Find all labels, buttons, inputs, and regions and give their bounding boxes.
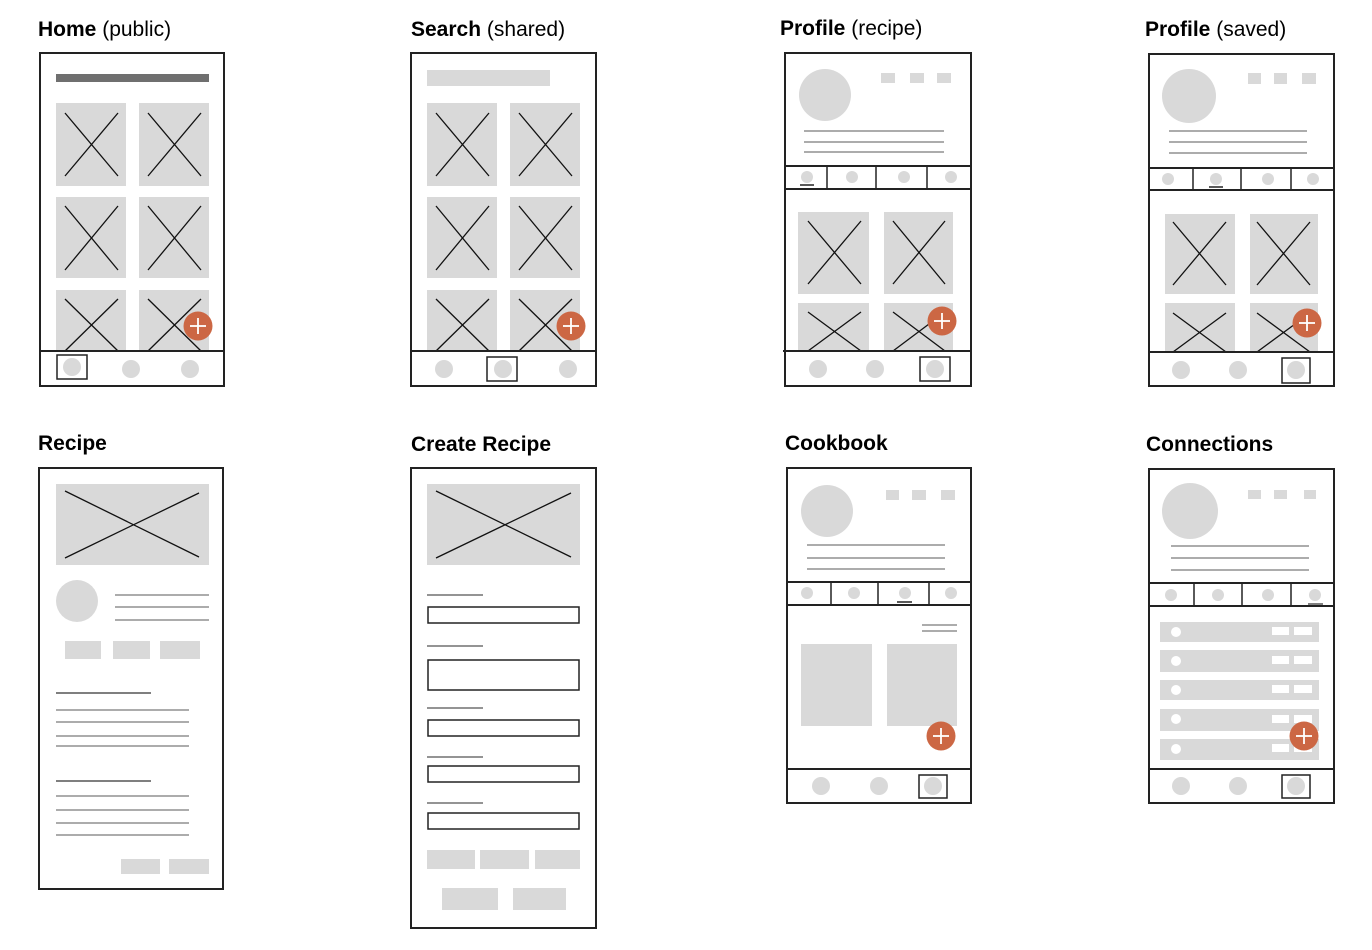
screen-title-profile-saved: Profile (saved) [1145,18,1287,41]
screen-title-recipe: Recipe [38,432,107,455]
add-fab-icon[interactable] [925,720,957,752]
avatar [1162,69,1216,123]
bottom-nav[interactable] [56,354,199,380]
image-grid [56,103,209,352]
bottom-nav[interactable] [809,356,951,382]
form-fields[interactable] [427,594,580,830]
author-avatar [56,580,98,622]
profile-tabs[interactable] [1165,583,1323,606]
cancel-button[interactable] [442,888,498,910]
header-bar [56,74,209,82]
avatar [801,485,853,537]
cookbook-tile[interactable] [801,644,872,726]
wireframe-cookbook [786,467,972,804]
save-button[interactable] [513,888,566,910]
wireframe-search [410,52,597,387]
bottom-nav[interactable] [1172,774,1311,799]
avatar [1162,483,1218,539]
wireframe-connections [1148,468,1335,804]
profile-tabs[interactable] [801,582,957,605]
screen-title-home: Home (public) [38,18,172,41]
action-button[interactable] [121,859,160,874]
wireframe-home [39,52,225,387]
bottom-nav[interactable] [812,774,948,799]
profile-tabs[interactable] [1162,168,1319,190]
wireframe-profile-recipe [783,52,972,387]
add-fab-icon[interactable] [182,310,214,342]
screen-title-profile-recipe: Profile (recipe) [780,17,923,40]
avatar [799,69,851,121]
add-fab-icon[interactable] [1288,720,1320,752]
add-fab-icon[interactable] [1291,307,1323,339]
bottom-nav[interactable] [1172,357,1311,384]
connection-list[interactable] [1160,622,1319,760]
screen-title-search: Search (shared) [411,18,566,41]
bottom-nav[interactable] [435,356,577,382]
wireframe-profile-saved [1148,53,1335,387]
screen-title-connections: Connections [1146,433,1274,456]
wireframe-create-recipe [410,467,597,929]
add-fab-icon[interactable] [926,305,958,337]
screen-title-create-recipe: Create Recipe [411,433,552,456]
profile-tabs[interactable] [800,166,957,189]
add-fab-icon[interactable] [555,310,587,342]
screen-title-cookbook: Cookbook [785,432,888,455]
cookbook-tile[interactable] [887,644,957,726]
wireframe-recipe [38,467,224,890]
action-button[interactable] [169,859,209,874]
image-grid [1165,214,1318,353]
search-bar[interactable] [427,70,550,86]
